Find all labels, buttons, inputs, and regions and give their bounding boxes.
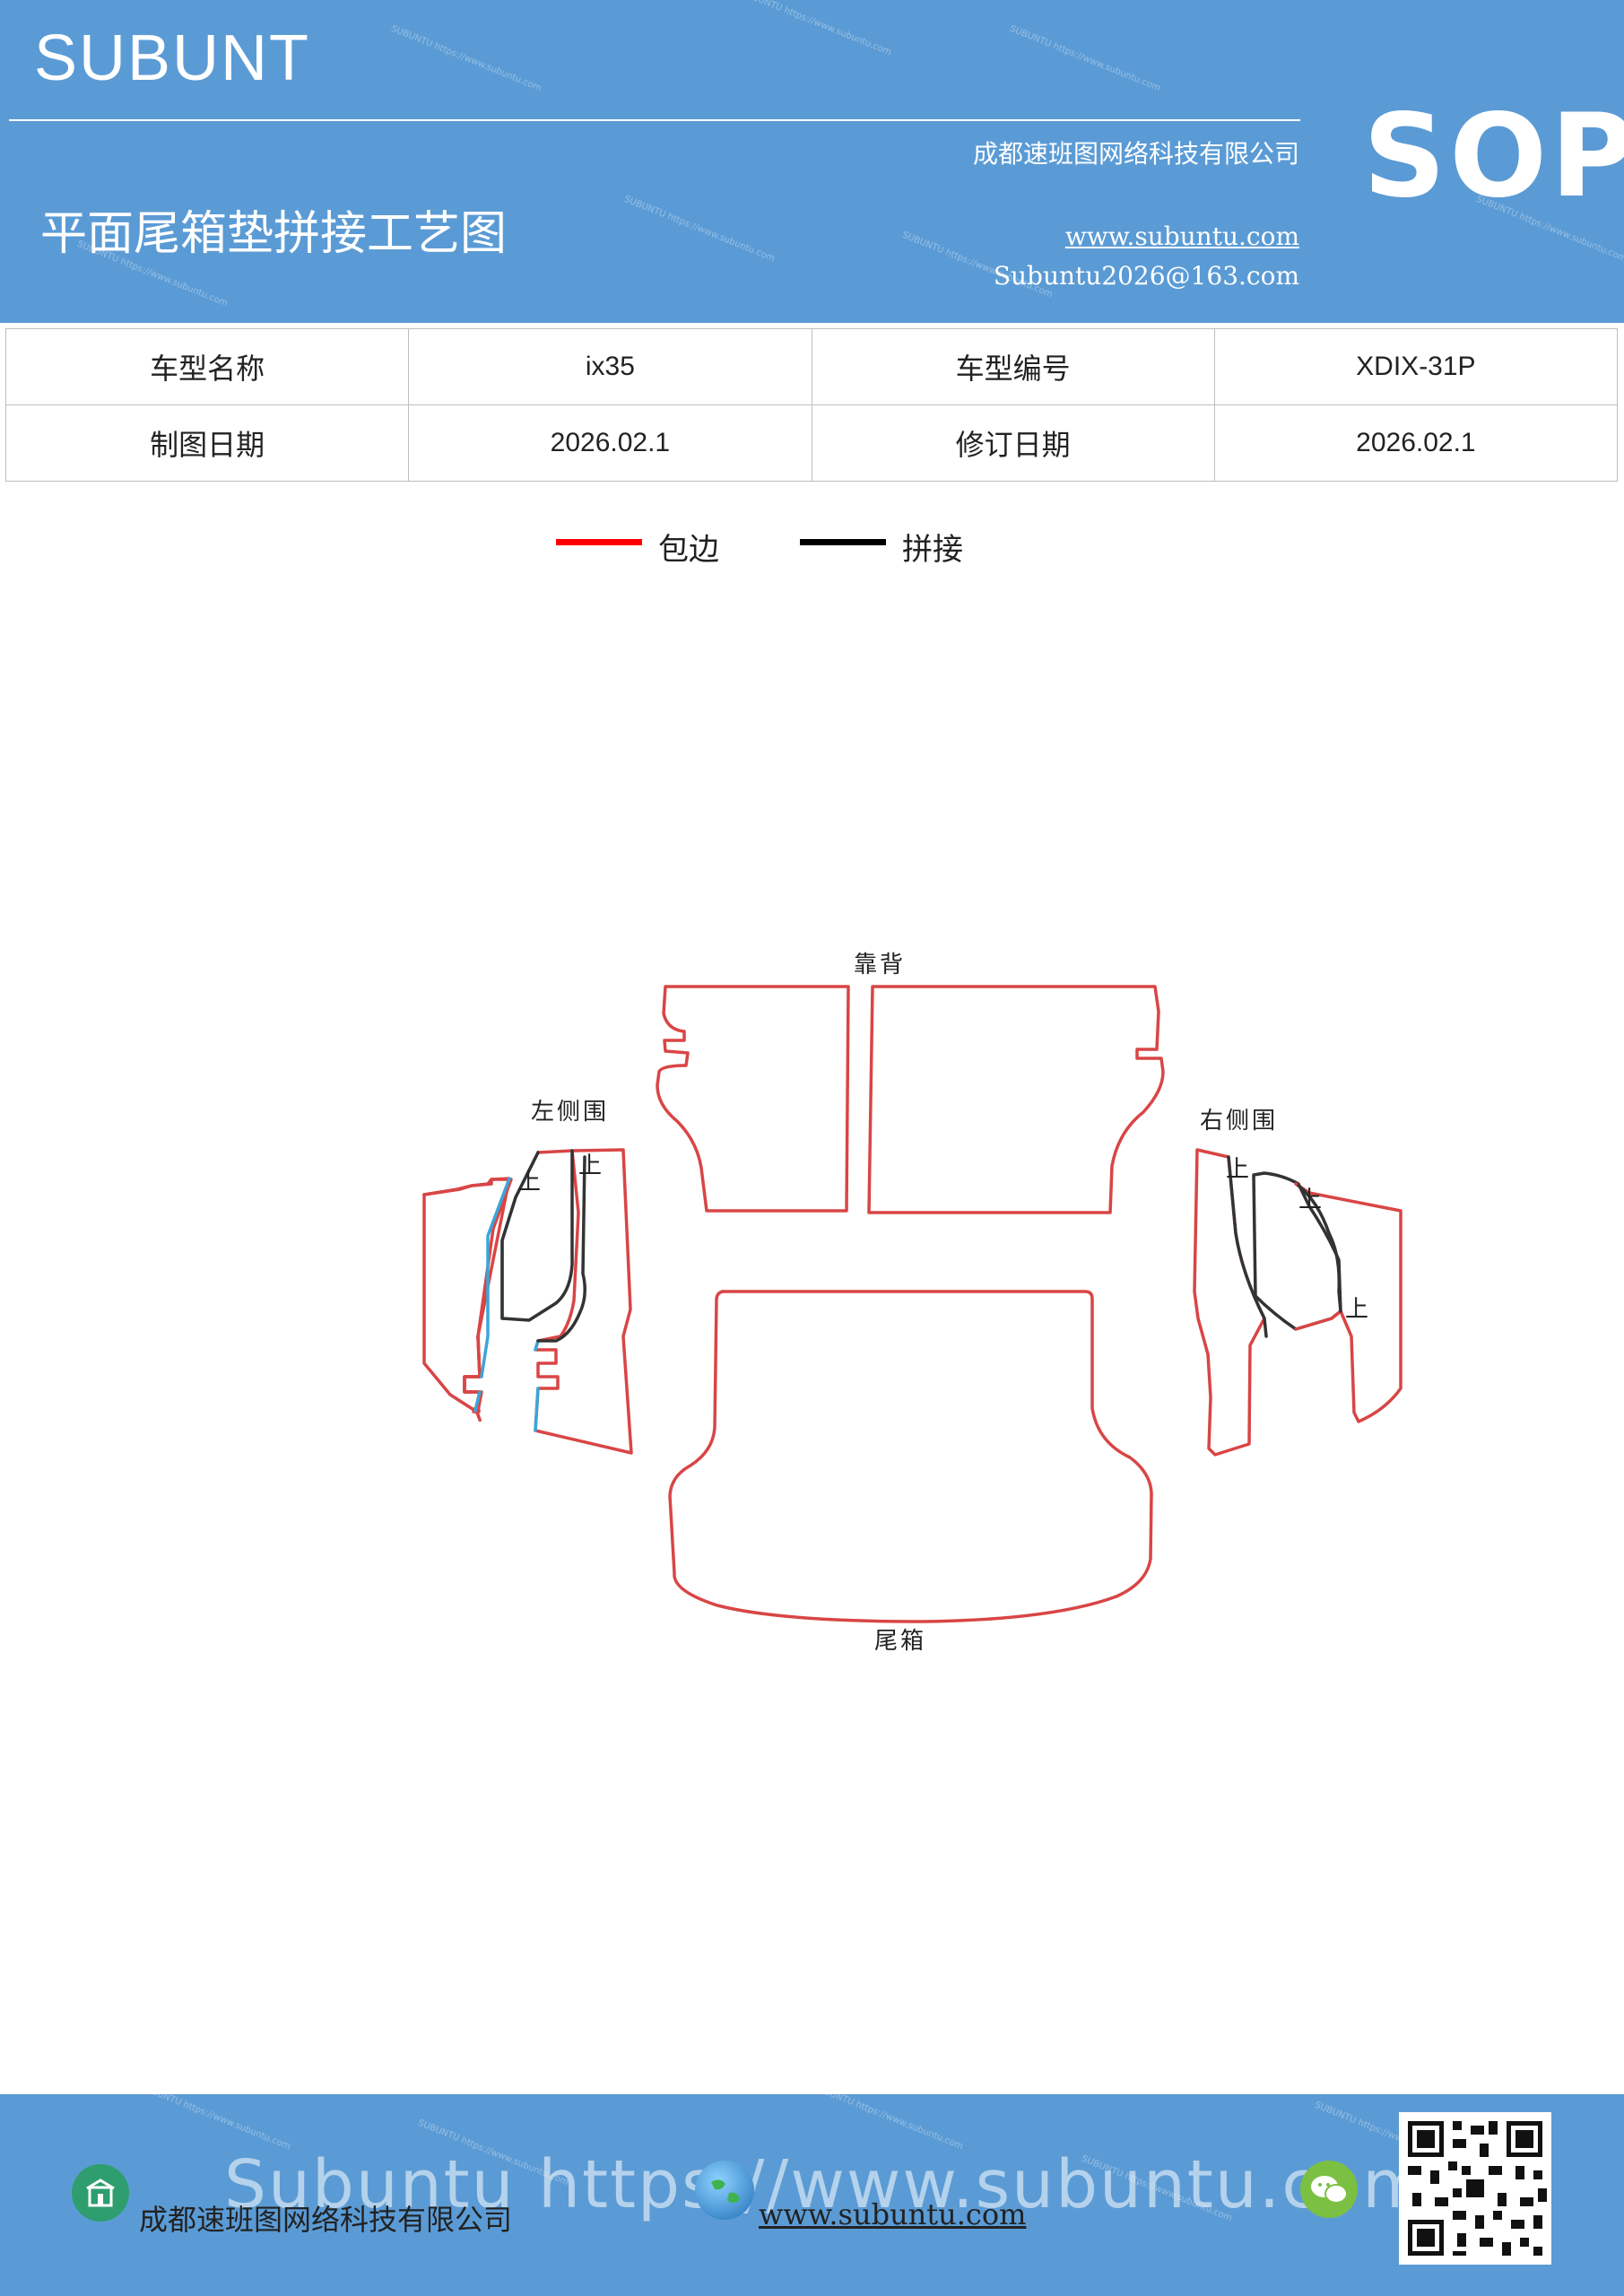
legend-seam: 拼接 [800, 525, 997, 570]
legend-edge: 包边 [556, 525, 753, 570]
revision-date-value: 2026.02.1 [1213, 404, 1619, 482]
left-side-label: 左侧围 [531, 1099, 609, 1126]
left-side-seam-1 [500, 1149, 574, 1322]
right-side-inner-piece [1294, 1182, 1403, 1423]
right-side-seam-3 [1297, 1184, 1342, 1313]
up-mark: 上 [1298, 1187, 1324, 1213]
draw-date-value: 2026.02.1 [408, 404, 812, 482]
sop-badge: SOP [1363, 90, 1624, 223]
vehicle-info-table: 车型名称 ix35 车型编号 XDIX-31P 制图日期 2026.02.1 修… [4, 328, 1619, 482]
footer-watermark: Subuntu https://www.subuntu.com [224, 2146, 1429, 2223]
wechat-icon [1300, 2161, 1358, 2218]
building-icon [72, 2164, 129, 2222]
right-side-seam-2 [1252, 1171, 1342, 1331]
up-mark: 上 [1226, 1156, 1252, 1183]
footer-company: 成都速班图网络科技有限公司 [139, 2203, 513, 2237]
page-title: 平面尾箱垫拼接工艺图 [40, 207, 508, 261]
legend-edge-swatch [556, 539, 642, 545]
trunk-floor-piece [668, 1290, 1153, 1623]
left-side-outer-body [422, 1193, 482, 1413]
email-address: Subuntu2026@163.com [993, 261, 1299, 291]
legend-edge-label: 包边 [658, 532, 719, 568]
model-name-value: ix35 [408, 328, 812, 405]
left-side-outer-piece [422, 1178, 513, 1422]
model-code-label: 车型编号 [811, 328, 1215, 405]
company-name: 成都速班图网络科技有限公司 [972, 139, 1299, 169]
footer-website-link[interactable]: www.subuntu.com [759, 2197, 1027, 2231]
backrest-right-piece [867, 985, 1165, 1214]
up-mark: 上 [578, 1152, 604, 1179]
left-side-outer-blue-seam [473, 1177, 511, 1413]
up-mark: 上 [1345, 1296, 1371, 1323]
left-side-seam-2 [536, 1155, 586, 1343]
legend-seam-swatch [800, 539, 886, 545]
draw-date-label: 制图日期 [4, 404, 410, 482]
table-row: 车型名称 ix35 车型编号 XDIX-31P [4, 328, 1619, 405]
revision-date-label: 修订日期 [811, 404, 1215, 482]
qr-code [1399, 2112, 1551, 2265]
model-name-label: 车型名称 [4, 328, 410, 405]
backrest-left-piece [656, 985, 850, 1213]
up-mark: 上 [517, 1169, 543, 1196]
table-row: 制图日期 2026.02.1 修订日期 2026.02.1 [4, 404, 1619, 482]
backrest-label: 靠背 [854, 952, 906, 978]
website-link[interactable]: www.subuntu.com [1064, 222, 1299, 251]
header-divider [9, 119, 1300, 121]
brand-logo-text: SUBUNT [34, 22, 311, 94]
header-banner: SUBUNTU https://www.subuntu.com SUBUNTU … [0, 0, 1624, 323]
right-side-label: 右侧围 [1200, 1108, 1278, 1135]
globe-icon [695, 2161, 754, 2220]
right-side-seam-1 [1227, 1155, 1268, 1338]
trunk-label: 尾箱 [874, 1628, 926, 1655]
legend-seam-label: 拼接 [902, 532, 963, 568]
model-code-value: XDIX-31P [1213, 328, 1619, 405]
footer-banner: SUBUNTU https://www.subuntu.com SUBUNTU … [0, 2094, 1624, 2296]
